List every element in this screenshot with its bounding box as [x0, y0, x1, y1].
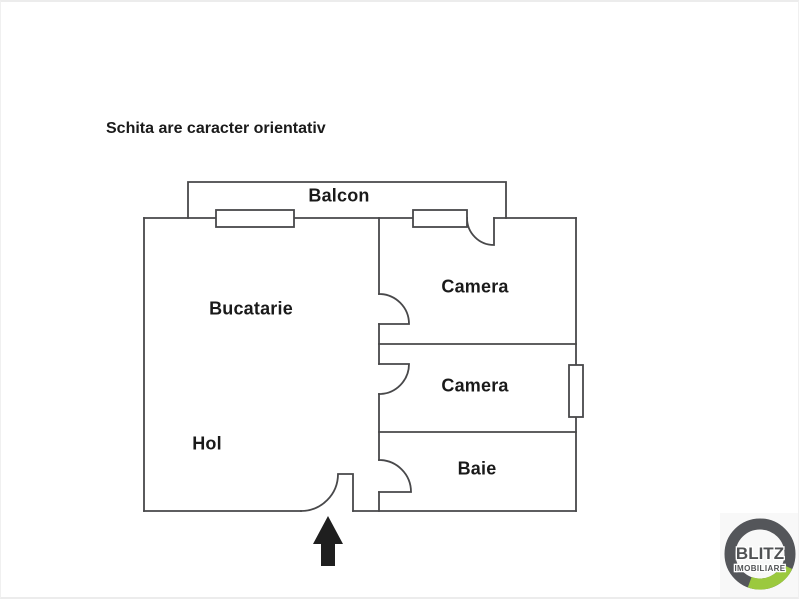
- camera1-door: [378, 293, 410, 325]
- room-label-hol: Hol: [192, 433, 222, 454]
- room-label-camera-1: Camera: [441, 276, 509, 297]
- camera2-window: [568, 364, 584, 418]
- baie-door: [378, 459, 412, 493]
- entrance-arrow-icon: [313, 516, 343, 566]
- bucatarie-window: [215, 209, 295, 228]
- room-label-camera-2: Camera: [441, 375, 509, 396]
- balcony-door: [466, 217, 495, 246]
- balcony-outline: [187, 181, 507, 219]
- disclaimer-text: Schita are caracter orientativ: [106, 120, 326, 137]
- room-label-bucatarie: Bucatarie: [209, 298, 293, 319]
- camera2-door: [378, 363, 410, 395]
- agency-logo: BLITZ IMOBILIARE: [720, 513, 798, 597]
- logo-text-blitz: BLITZ: [736, 544, 784, 563]
- camera1-window: [412, 209, 468, 228]
- logo-ring-accent: [747, 564, 793, 590]
- logo-text-imobiliare: IMOBILIARE: [734, 564, 785, 573]
- entrance-door: [300, 473, 354, 512]
- room-label-balcon: Balcon: [308, 185, 370, 206]
- room-label-baie: Baie: [457, 458, 497, 479]
